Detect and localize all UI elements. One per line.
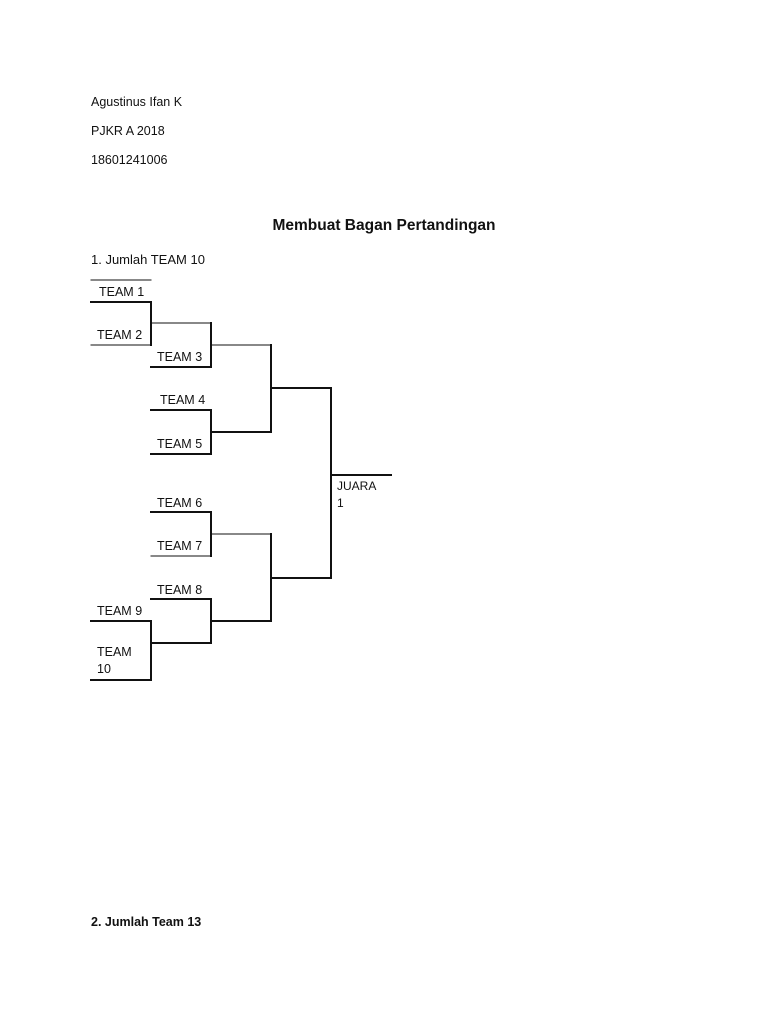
bracket-team-7: TEAM 7 [157, 539, 203, 553]
section2-heading: 2. Jumlah Team 13 [91, 915, 202, 929]
bracket-team-4: TEAM 4 [160, 393, 206, 407]
bracket-team-10: TEAM 10 [97, 645, 132, 676]
bracket-team-6: TEAM 6 [157, 496, 203, 510]
section1-heading: 1. Jumlah TEAM 10 [91, 252, 205, 267]
bracket-team-1: TEAM 1 [99, 285, 145, 299]
bracket-team-3: TEAM 3 [157, 350, 203, 364]
author-name: Agustinus Ifan K [91, 95, 183, 109]
page-title: Membuat Bagan Pertandingan [272, 217, 496, 234]
bracket-team-8: TEAM 8 [157, 583, 203, 597]
author-class: PJKR A 2018 [91, 124, 165, 138]
bracket-team-5: TEAM 5 [157, 437, 203, 451]
bracket-team-9: TEAM 9 [97, 604, 143, 618]
author-id: 18601241006 [91, 153, 168, 167]
bracket-winner: JUARA 1 [337, 479, 376, 510]
bracket-team-2: TEAM 2 [97, 328, 143, 342]
